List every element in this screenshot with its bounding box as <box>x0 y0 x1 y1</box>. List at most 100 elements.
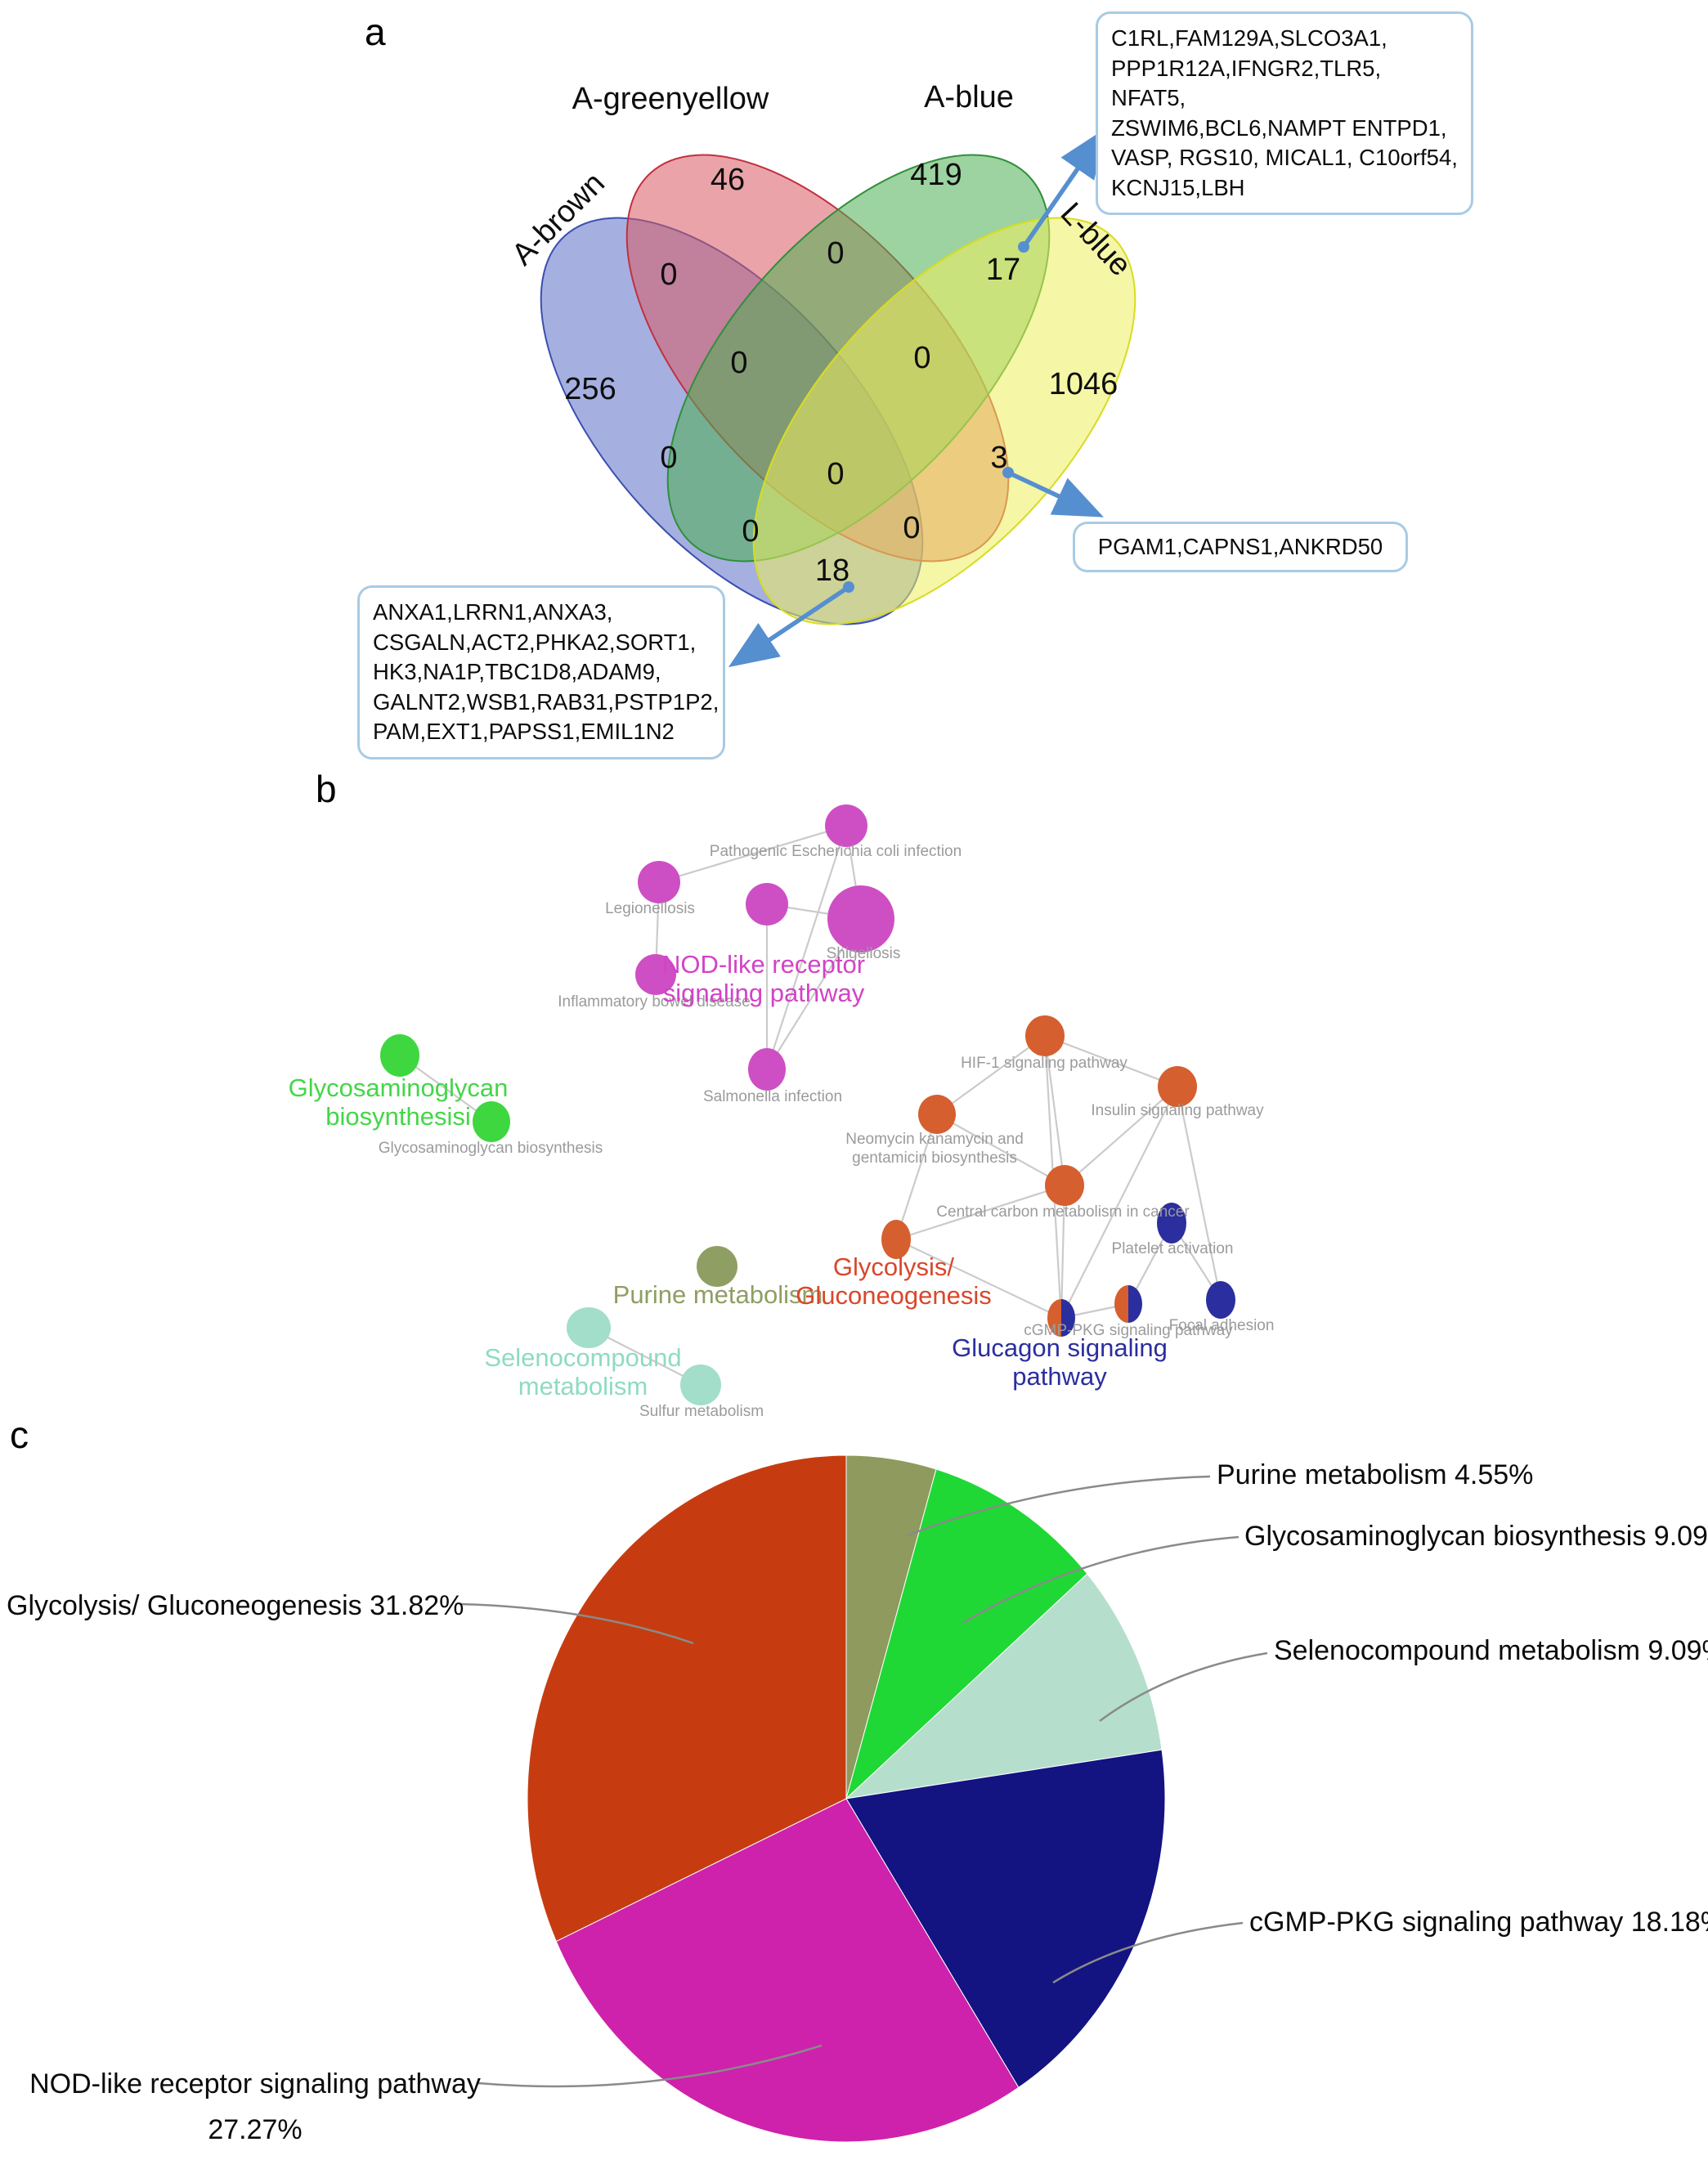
panel-a-letter: a <box>365 11 386 53</box>
network-label: Salmonella infection <box>703 1088 842 1105</box>
pie-leader-line <box>1099 1651 1268 1723</box>
network-edge <box>1043 1035 1066 1186</box>
gene-list-callout: PGAM1,CAPNS1,ANKRD50 <box>1073 522 1408 572</box>
pathway-pie-chart: Purine metabolism 4.55% Glycosaminoglycan… <box>7 1454 1708 2145</box>
network-edge <box>1060 1086 1178 1319</box>
network-label: NOD-like receptor <box>662 950 865 979</box>
venn-region-count: 256 <box>564 372 616 406</box>
network-label: Insulin signaling pathway <box>1091 1102 1264 1119</box>
pie-slice-5 <box>527 1454 847 1943</box>
gene-list-line: HK3,NA1P,TBC1D8,ADAM9, <box>373 659 661 685</box>
network-label: Glycolysis/ <box>833 1253 955 1281</box>
network-node-o3 <box>918 1095 956 1134</box>
network-label: Glycosaminoglycan biosynthesis <box>379 1140 603 1157</box>
venn-region-count: 17 <box>986 253 1020 287</box>
venn-region-count: 0 <box>913 341 930 375</box>
network-label: Purine metabolism <box>613 1280 823 1309</box>
gene-list-line: PPP1R12A,IFNGR2,TLR5, NFAT5, <box>1111 55 1382 111</box>
network-node-s2-right <box>1128 1285 1142 1323</box>
gene-list-line: ZSWIM6,BCL6,NAMPT ENTPD1, <box>1111 114 1447 141</box>
gene-list-callout: C1RL,FAM129A,SLCO3A1, PPP1R12A,IFNGR2,TLR… <box>1096 11 1473 216</box>
gene-list-line: PGAM1,CAPNS1,ANKRD50 <box>1097 533 1383 559</box>
network-node-s2-left <box>1114 1285 1128 1323</box>
network-label: HIF-1 signaling pathway <box>961 1055 1127 1072</box>
network-label: signaling pathway <box>663 979 865 1007</box>
venn-region-count: 419 <box>910 158 962 192</box>
callout-arrow <box>728 585 850 668</box>
venn-region-count: 18 <box>815 553 850 588</box>
network-label: Selenocompound <box>484 1343 681 1372</box>
gene-list-line: GALNT2,WSB1,RAB31,PSTP1P2, <box>373 688 720 715</box>
panel-b-letter: b <box>316 768 337 810</box>
gene-list-line: KCNJ15,LBH <box>1111 174 1245 200</box>
network-label: Platelet activation <box>1112 1240 1234 1257</box>
pie-slice-label: Purine metabolism 4.55% <box>1217 1459 1533 1490</box>
venn-region-count: 1046 <box>1049 367 1118 401</box>
gene-list-callout: ANXA1,LRRN1,ANXA3, CSGALN,ACT2,PHKA2,SORT… <box>357 585 725 760</box>
network-label: metabolism <box>518 1372 648 1400</box>
pie-slice-1 <box>845 1468 1088 1800</box>
network-node-g2 <box>473 1101 510 1142</box>
network-node-m3 <box>746 883 788 925</box>
network-label: Glucagon signaling <box>952 1333 1168 1362</box>
network-edge <box>1176 1086 1222 1301</box>
gene-list-line: VASP, RGS10, MICAL1, C10orf54, <box>1111 145 1458 171</box>
venn-region-count: 0 <box>827 236 844 271</box>
venn-set-label-a-greenyellow: A-greenyellow <box>572 82 769 116</box>
pie-leader-line <box>1052 1921 1244 1984</box>
venn-ellipse-l-blue <box>752 217 1136 625</box>
network-label: Focal adhesion <box>1169 1317 1275 1334</box>
pie-slice-2 <box>845 1573 1163 1799</box>
network-label: Sulfur metabolism <box>639 1403 764 1420</box>
network-label: cGMP-PKG signaling pathway <box>1024 1322 1233 1339</box>
venn-region-count: 3 <box>990 441 1007 475</box>
network-edge <box>1044 1034 1178 1088</box>
gene-list-line: CSGALN,ACT2,PHKA2,SORT1, <box>373 629 697 655</box>
network-node-g1 <box>380 1034 419 1077</box>
network-label: Glycosaminoglycan <box>289 1073 509 1102</box>
gene-list-line: PAM,EXT1,PAPSS1,EMIL1N2 <box>373 719 675 745</box>
panel-c-letter: c <box>10 1414 29 1456</box>
network-label: Central carbon metabolism in cancer <box>936 1203 1190 1221</box>
pie-slice-3 <box>845 1749 1166 2089</box>
network-label: Shigellosis <box>827 945 901 962</box>
venn-region-count: 0 <box>730 346 747 380</box>
venn-region-count: 0 <box>660 258 677 292</box>
gene-list-line: C1RL,FAM129A,SLCO3A1, <box>1111 25 1387 51</box>
network-node-o5 <box>881 1220 911 1259</box>
network-edge <box>936 1035 1046 1115</box>
network-label: Legionellosis <box>605 900 695 917</box>
pie-leader-line <box>477 2044 823 2088</box>
pie-slice-label: NOD-like receptor signaling pathway <box>29 2068 481 2100</box>
network-node-m1 <box>825 804 867 847</box>
network-edge <box>895 1184 1065 1241</box>
venn-region-count: 0 <box>827 457 844 491</box>
gene-list-line: ANXA1,LRRN1,ANXA3, <box>373 599 613 625</box>
network-edge <box>895 1239 1062 1319</box>
venn-region-count: 0 <box>903 511 920 545</box>
pie-slice-label: cGMP-PKG signaling pathway 18.18% <box>1249 1907 1708 1938</box>
network-node-o2 <box>1158 1066 1197 1107</box>
network-label: pathway <box>1012 1362 1107 1391</box>
network-label: gentamicin biosynthesis <box>852 1149 1017 1167</box>
venn-region-count: 0 <box>660 441 677 475</box>
callout-arrow <box>1006 470 1104 518</box>
pie-slice-label: Glycolysis/ Gluconeogenesis 31.82% <box>7 1590 464 1621</box>
pie-slice-label: Glycosaminoglycan biosynthesis 9.09% <box>1244 1521 1708 1552</box>
network-node-m2 <box>638 861 680 903</box>
network-edge <box>1064 1086 1178 1186</box>
network-node-m6 <box>748 1048 786 1091</box>
network-node-b2 <box>1206 1281 1235 1319</box>
pie-slice-label: Selenocompound metabolism 9.09% <box>1274 1635 1708 1666</box>
network-edge <box>658 824 847 884</box>
network-edge <box>936 1114 1065 1186</box>
network-edge <box>765 825 848 1070</box>
network-label: biosynthesisi <box>325 1102 470 1131</box>
network-node-t2 <box>680 1365 721 1405</box>
pie-slice-label: 27.27% <box>208 2114 302 2145</box>
network-node-m4 <box>827 885 894 952</box>
network-node-p1 <box>697 1246 737 1287</box>
network-label: Pathogenic Escherichia coli infection <box>710 843 962 860</box>
